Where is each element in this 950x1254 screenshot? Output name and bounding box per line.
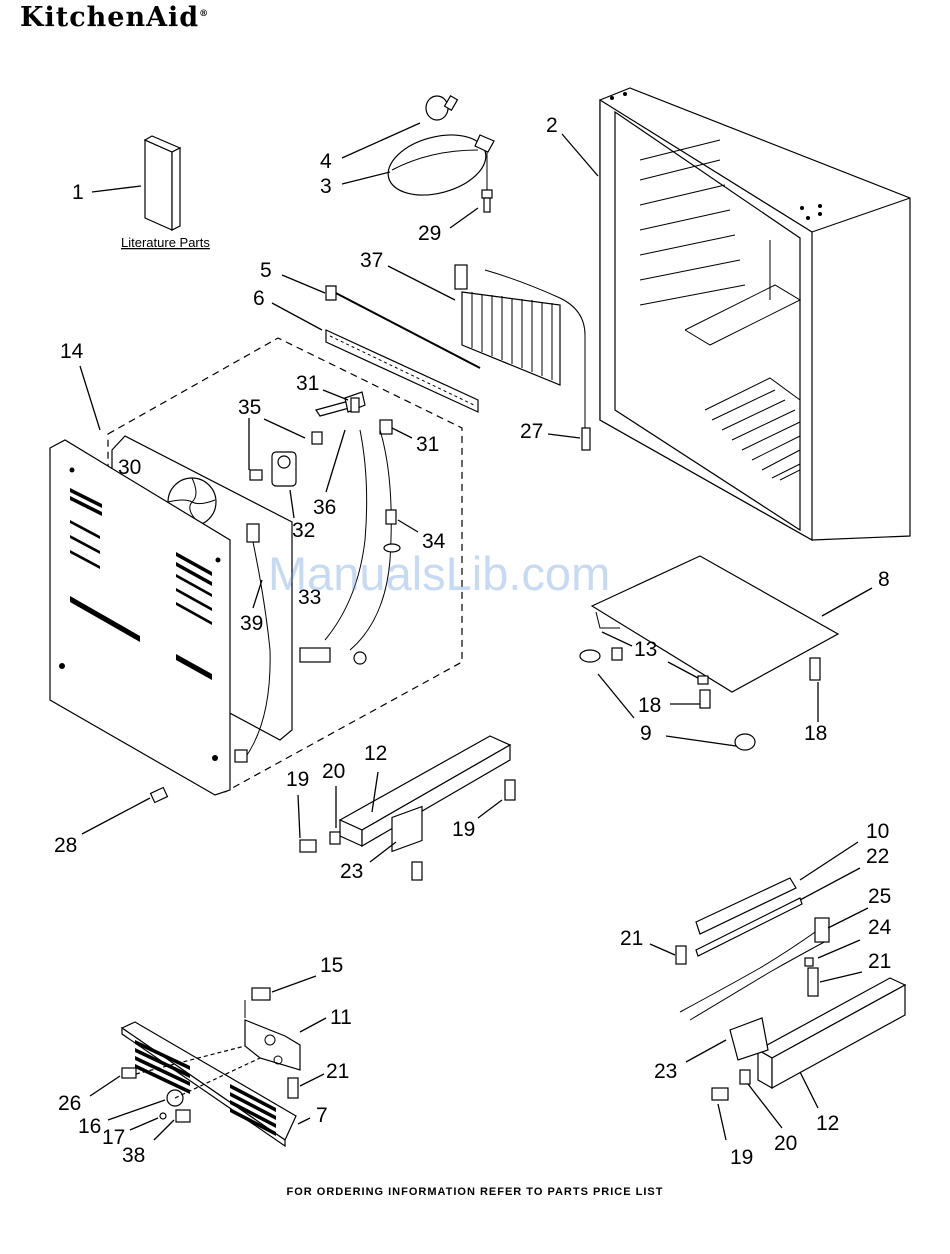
callout-39: 39	[240, 612, 263, 635]
callout-20-b: 20	[774, 1132, 797, 1155]
callout-25: 25	[868, 885, 891, 908]
callout-19-c: 19	[730, 1146, 753, 1169]
callout-2: 2	[546, 114, 558, 137]
front-bracket-lower	[686, 968, 905, 1140]
screw-28	[82, 788, 167, 834]
callout-19-b: 19	[452, 818, 475, 841]
cabinet-liner	[562, 88, 910, 540]
callout-21-c: 21	[326, 1060, 349, 1083]
toe-grille-wiring	[650, 842, 868, 1020]
callout-30: 30	[118, 456, 141, 479]
callout-7: 7	[316, 1104, 328, 1127]
callout-3: 3	[320, 175, 332, 198]
callout-32: 32	[292, 519, 315, 542]
callout-6: 6	[253, 287, 265, 310]
callout-31-b: 31	[416, 433, 439, 456]
callout-24: 24	[868, 916, 892, 939]
callout-21-a: 21	[620, 927, 643, 950]
bottom-cover-plate	[580, 556, 872, 750]
callout-38: 38	[122, 1144, 145, 1167]
callout-1: 1	[72, 181, 84, 204]
callout-35: 35	[238, 396, 261, 419]
callout-16: 16	[78, 1115, 101, 1138]
callout-21-b: 21	[868, 950, 891, 973]
front-bracket-upper	[298, 736, 515, 880]
callout-29: 29	[418, 222, 441, 245]
callout-14: 14	[60, 340, 84, 363]
callout-13: 13	[634, 638, 657, 661]
callout-18-b: 18	[804, 722, 827, 745]
callout-12-b: 12	[816, 1112, 839, 1135]
watermark: ManualsLib.com	[268, 546, 610, 601]
callout-12-a: 12	[364, 742, 387, 765]
literature-parts-label: Literature Parts	[121, 235, 210, 250]
toe-grille	[90, 976, 326, 1146]
callout-36: 36	[313, 496, 336, 519]
callout-10: 10	[866, 820, 889, 843]
callout-20-a: 20	[322, 760, 345, 783]
callout-23-a: 23	[340, 860, 363, 883]
callout-22: 22	[866, 845, 889, 868]
light-assembly	[342, 96, 494, 228]
callout-4: 4	[320, 150, 332, 173]
callout-18-a: 18	[638, 694, 661, 717]
callout-11: 11	[330, 1006, 352, 1029]
callout-5: 5	[260, 259, 272, 282]
callout-9: 9	[640, 722, 652, 745]
callout-27: 27	[520, 420, 543, 443]
callout-23-b: 23	[654, 1060, 677, 1083]
callout-19-a: 19	[286, 768, 309, 791]
evaporator-coil	[388, 265, 590, 450]
callout-15: 15	[320, 954, 343, 977]
ordering-footer: FOR ORDERING INFORMATION REFER TO PARTS …	[0, 1186, 950, 1198]
callout-8: 8	[878, 568, 890, 591]
literature-parts	[92, 136, 180, 230]
callout-31-a: 31	[296, 372, 319, 395]
callout-28: 28	[54, 834, 77, 857]
callout-26: 26	[58, 1092, 81, 1115]
callout-37: 37	[360, 249, 383, 272]
